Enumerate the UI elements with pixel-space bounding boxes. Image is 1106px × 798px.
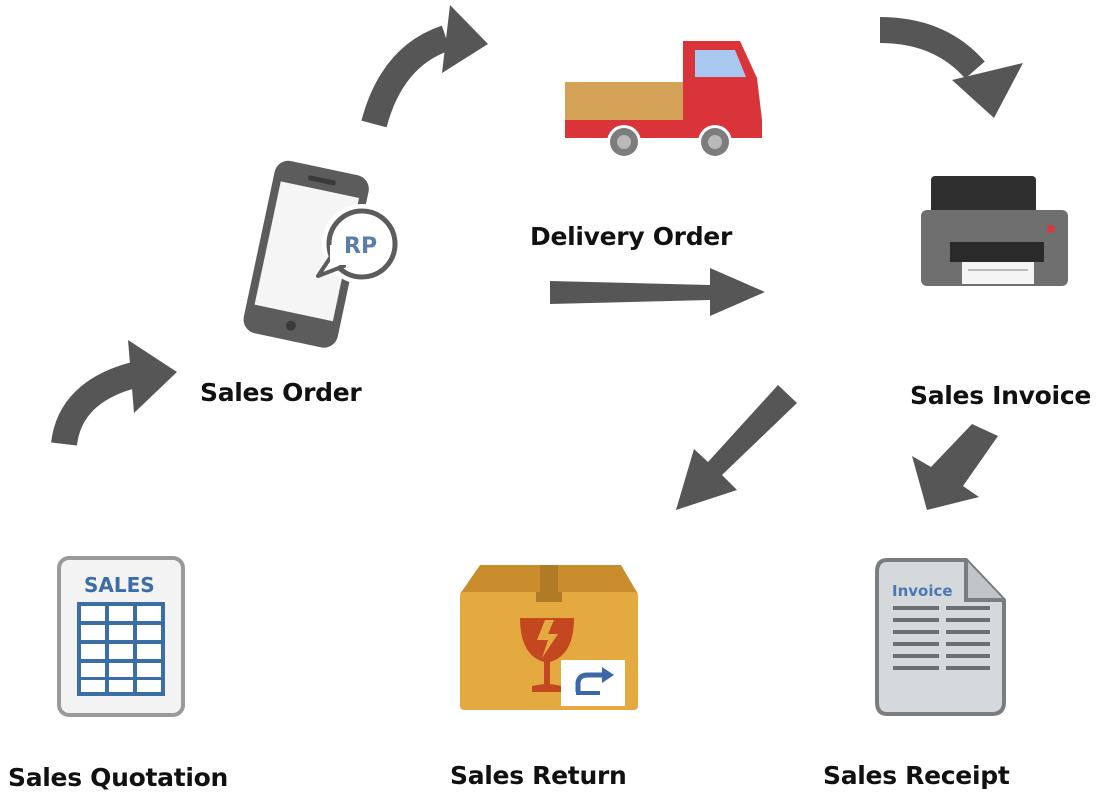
arrow-invoice-to-return <box>676 385 797 510</box>
sales-order-label: Sales Order <box>200 378 362 407</box>
delivery-order-label: Delivery Order <box>530 222 732 251</box>
printer-icon <box>921 176 1068 286</box>
sales-receipt-label: Sales Receipt <box>823 761 1010 790</box>
spreadsheet-badge: SALES <box>84 573 155 597</box>
box-icon <box>460 565 638 710</box>
sales-invoice-label: Sales Invoice <box>910 381 1092 410</box>
arrow-invoice-to-receipt <box>912 424 998 510</box>
document-icon: Invoice <box>875 558 1006 716</box>
truck-icon <box>565 41 762 159</box>
document-badge: Invoice <box>892 582 953 600</box>
arrow-order-to-invoice <box>550 268 765 316</box>
arrow-delivery-to-invoice <box>879 17 1023 118</box>
sales-return-label: Sales Return <box>450 761 627 790</box>
spreadsheet-icon: SALES <box>57 556 185 717</box>
smartphone-badge: RP <box>344 234 377 259</box>
smartphone-icon: RP <box>243 160 402 348</box>
arrow-order-to-delivery <box>361 5 488 128</box>
sales-quotation-label: Sales Quotation <box>8 763 229 792</box>
arrow-quotation-to-order <box>51 340 177 447</box>
